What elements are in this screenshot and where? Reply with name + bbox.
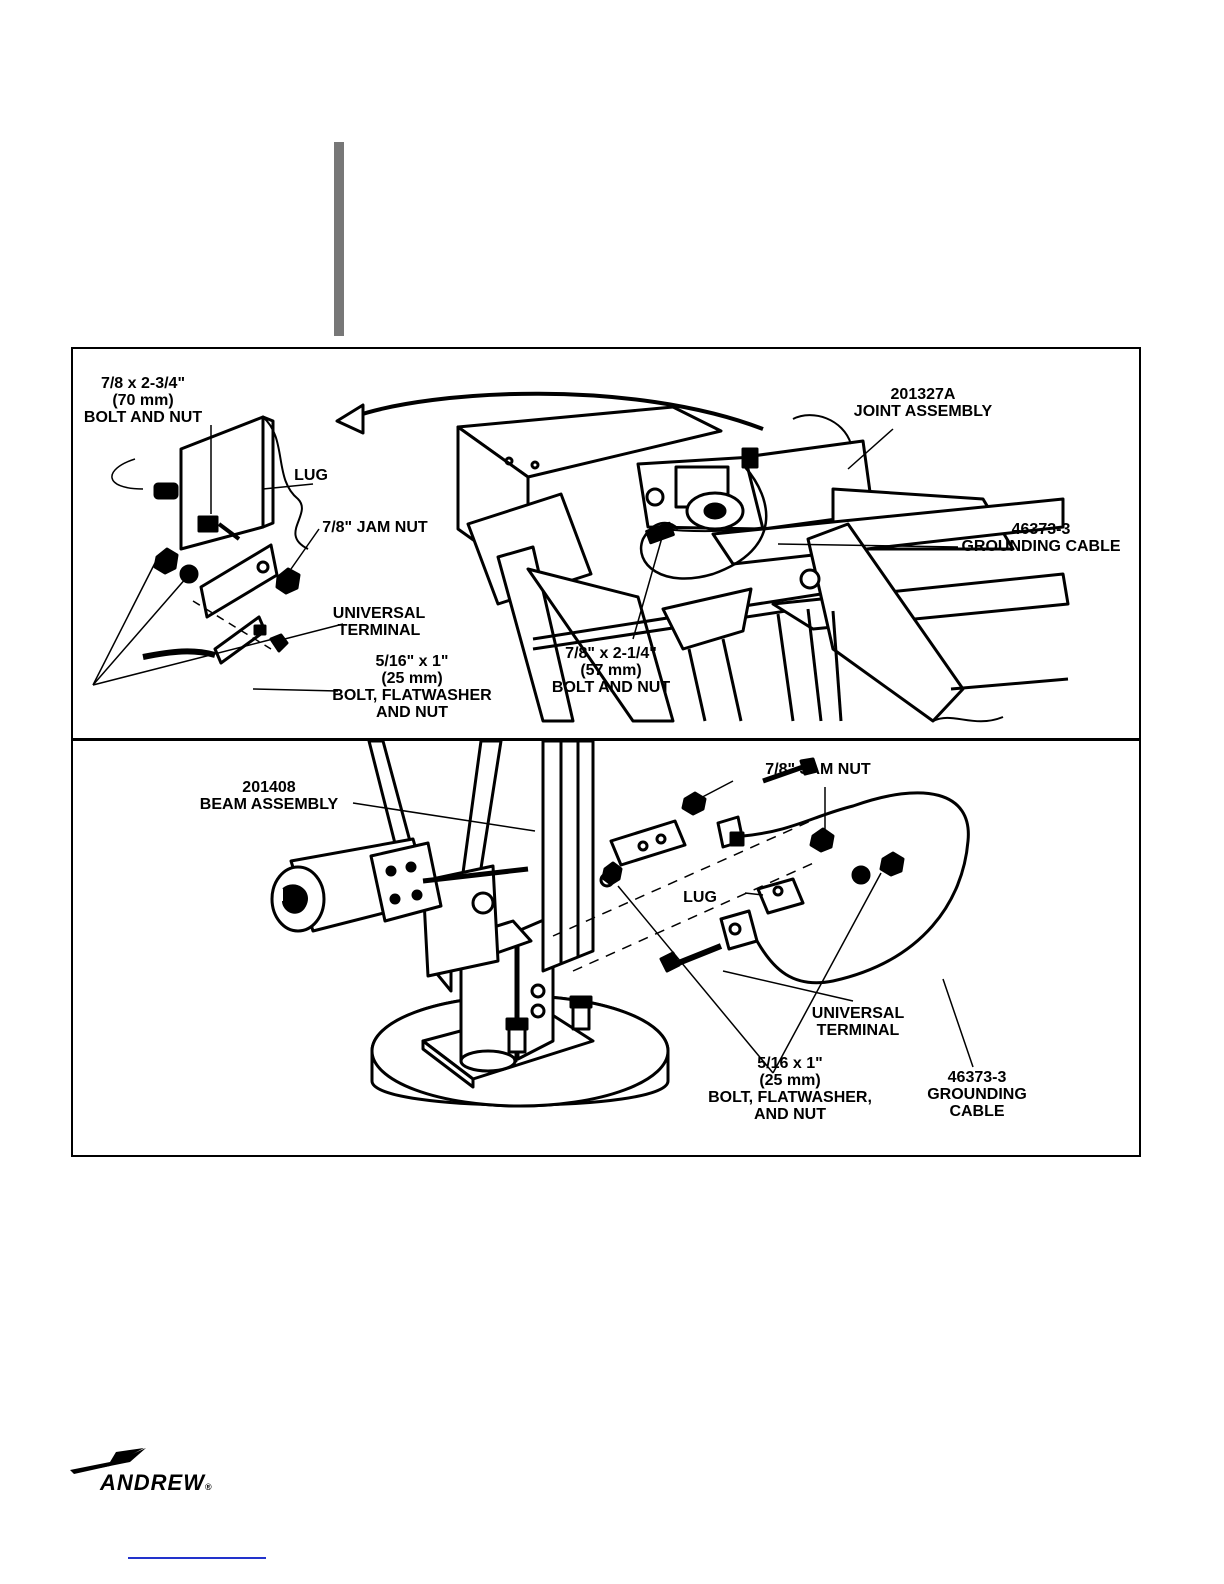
label-universal-terminal-top: UNIVERSAL TERMINAL: [332, 605, 426, 639]
label-bolt-25mm-bottom: 5/16 x 1" (25 mm) BOLT, FLATWASHER, AND …: [708, 1055, 872, 1123]
panel-divider: [73, 738, 1139, 741]
andrew-lightning-logo-icon: [70, 1448, 146, 1474]
label-bolt-57mm: 7/8" x 2-1/4" (57 mm) BOLT AND NUT: [551, 645, 671, 696]
footer-rule: [128, 1557, 266, 1559]
label-grounding-cable-bottom: 46373-3 GROUNDING CABLE: [927, 1069, 1027, 1120]
joint-assembly-drawing: [92, 391, 1070, 723]
label-lug-top: LUG: [294, 467, 328, 484]
label-bolt-70mm: 7/8 x 2-3/4" (70 mm) BOLT AND NUT: [83, 375, 203, 426]
label-joint-assembly: 201327A JOINT ASSEMBLY: [853, 386, 993, 420]
label-bolt-25mm-top: 5/16" x 1" (25 mm) BOLT, FLATWASHER AND …: [332, 653, 492, 721]
beam-assembly-drawing: [270, 741, 974, 1108]
label-universal-terminal-bottom: UNIVERSAL TERMINAL: [811, 1005, 905, 1039]
label-jam-nut-top: 7/8" JAM NUT: [322, 519, 428, 536]
label-lug-bottom: LUG: [683, 889, 717, 906]
andrew-logo-wordmark: ANDREW®: [100, 1470, 213, 1495]
label-grounding-cable-top: 46373-3 GROUNDING CABLE: [961, 521, 1121, 555]
label-beam-assembly: 201408 BEAM ASSEMBLY: [199, 779, 339, 813]
label-jam-nut-bottom: 7/8" JAM NUT: [765, 761, 871, 778]
revision-change-bar: [334, 142, 344, 336]
grounding-installation-figure: 7/8 x 2-3/4" (70 mm) BOLT AND NUT LUG 7/…: [71, 347, 1141, 1157]
